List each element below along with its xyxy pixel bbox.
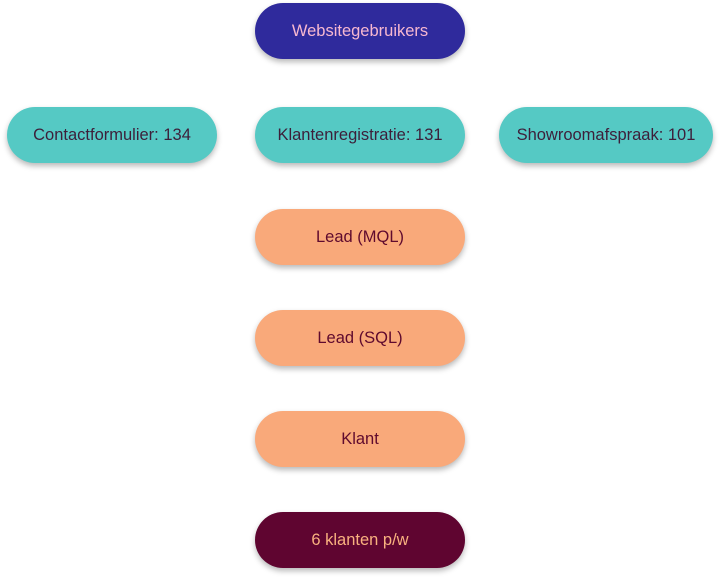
node-result-klanten-per-week: 6 klanten p/w	[255, 512, 465, 568]
node-klant: Klant	[255, 411, 465, 467]
node-klantenregistratie: Klantenregistratie: 131	[255, 107, 465, 163]
node-lead-mql: Lead (MQL)	[255, 209, 465, 265]
node-showroomafspraak: Showroomafspraak: 101	[499, 107, 713, 163]
node-websitegebruikers: Websitegebruikers	[255, 3, 465, 59]
node-contactformulier: Contactformulier: 134	[7, 107, 217, 163]
node-lead-sql: Lead (SQL)	[255, 310, 465, 366]
